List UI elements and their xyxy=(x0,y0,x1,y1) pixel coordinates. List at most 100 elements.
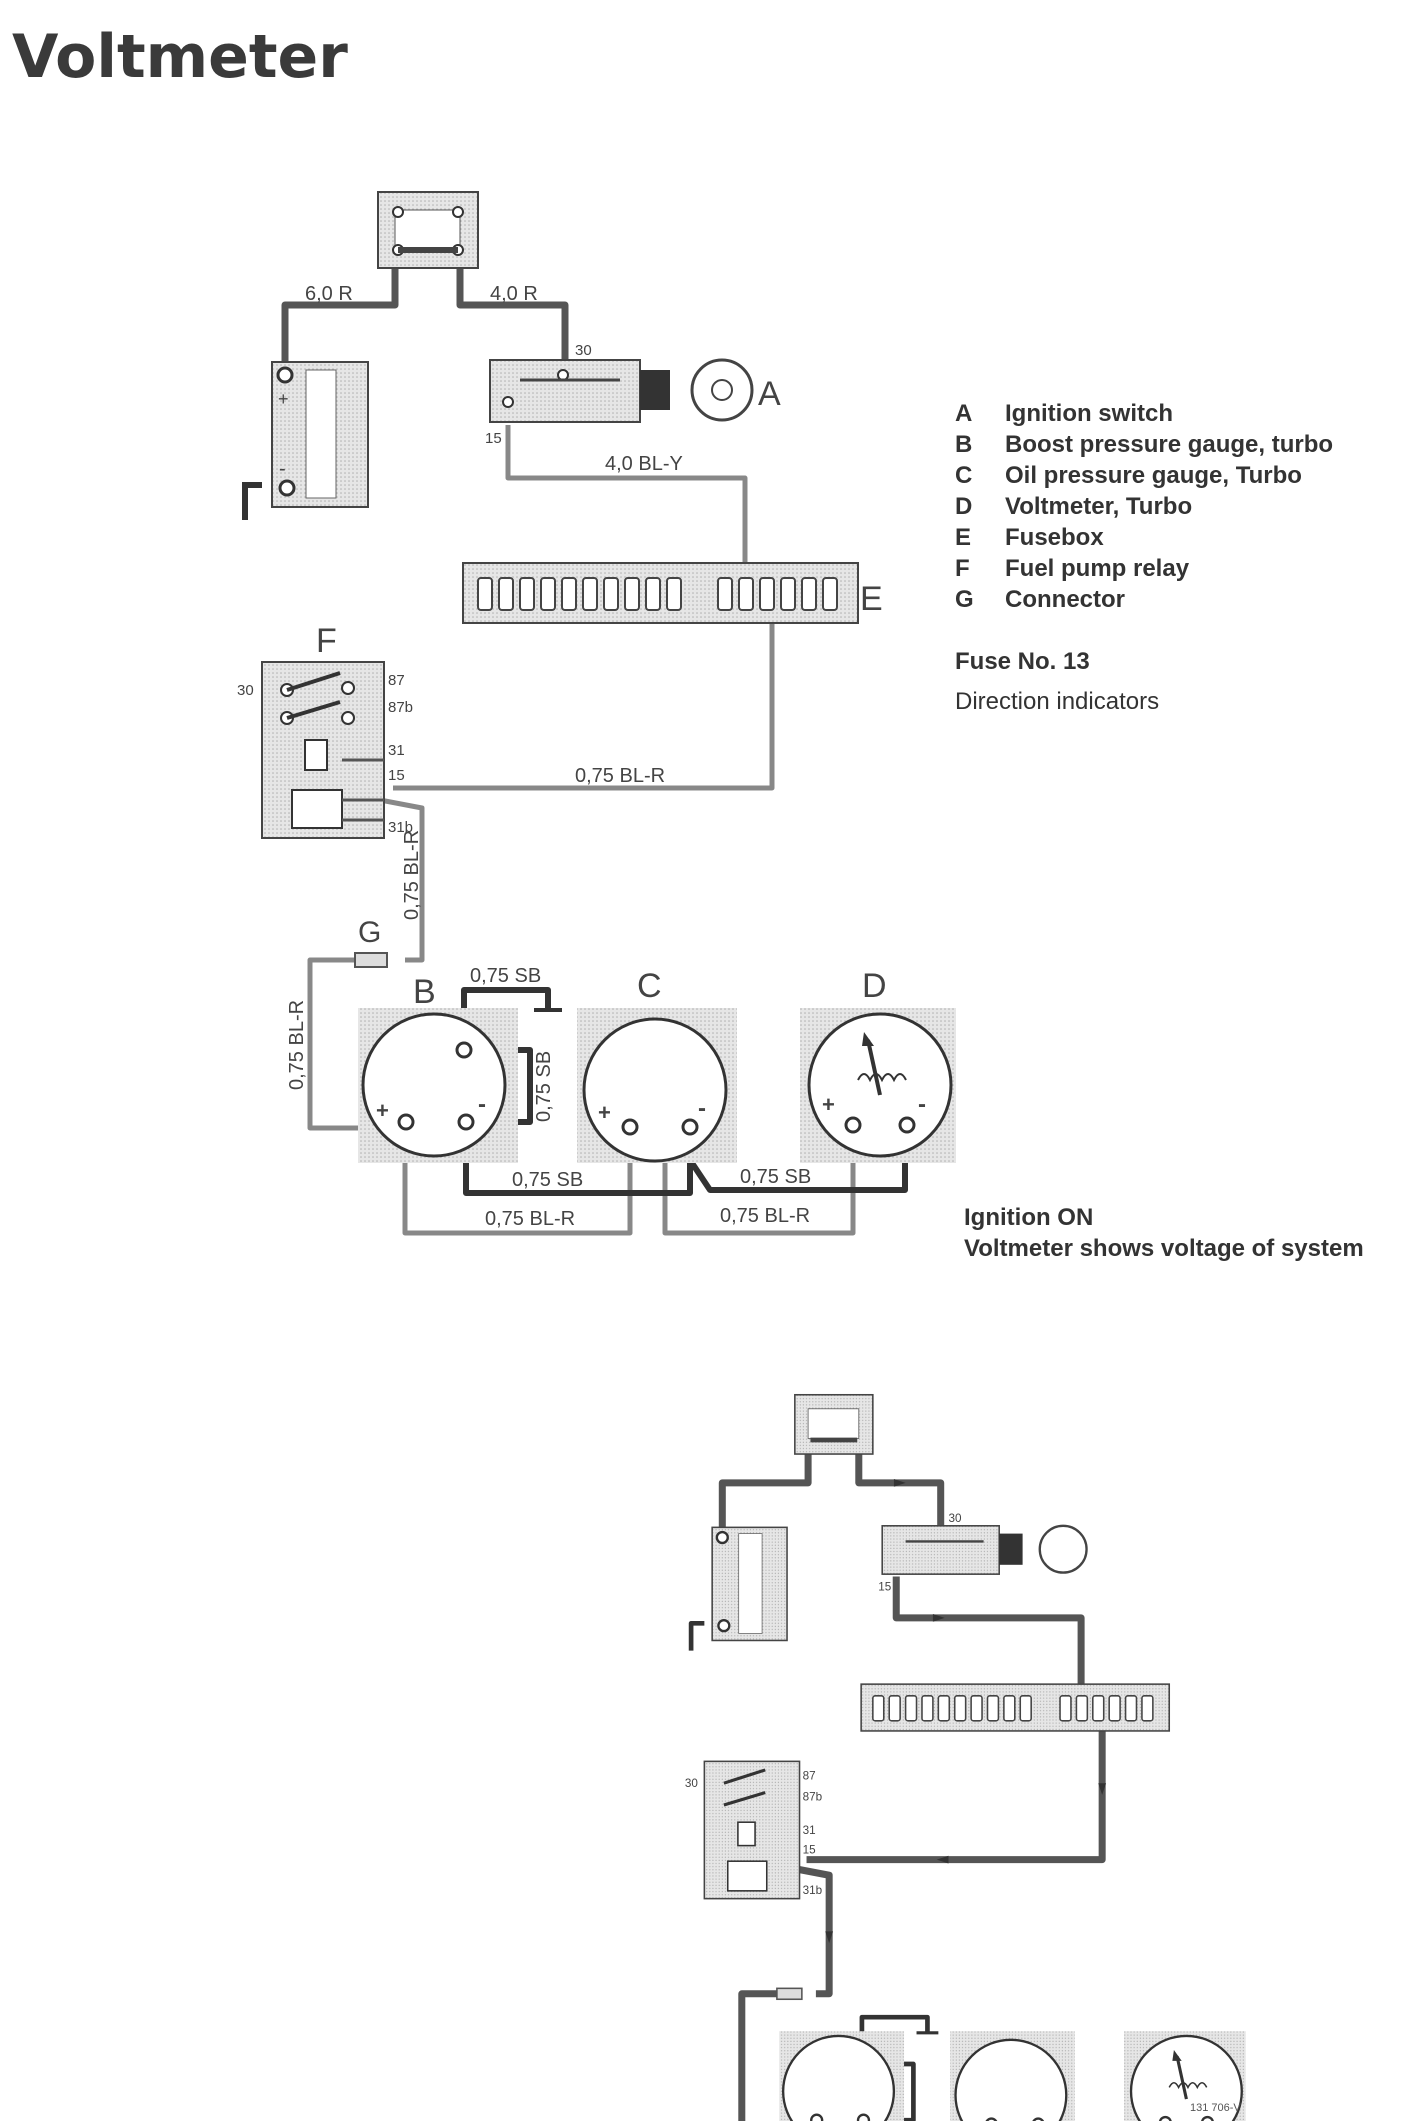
svg-text:-: - xyxy=(918,1091,926,1118)
wire-label-ground-top: 0,75 SB xyxy=(470,965,541,987)
label-f: F xyxy=(316,622,337,660)
wire-label-4-0-r: 4,0 R xyxy=(490,283,538,305)
wire-label-relay-31b: 0,75 BL-R xyxy=(401,830,423,920)
fuse-slot xyxy=(540,577,556,611)
terminal-31: 31 xyxy=(388,742,405,759)
wire-label-feed-bc: 0,75 BL-R xyxy=(485,1208,575,1230)
bottom-terminal-30: 30 xyxy=(949,1512,963,1525)
fuse-slot xyxy=(970,1695,983,1722)
page-title: Voltmeter xyxy=(12,22,348,92)
fuel-pump-relay xyxy=(261,661,385,839)
fuse-slot xyxy=(1059,1695,1072,1722)
state-line-2: Voltmeter shows voltage of system xyxy=(964,1235,1364,1262)
fuse-slot xyxy=(904,1695,918,1722)
label-c: C xyxy=(637,967,662,1005)
wire-label-ground-side: 0,75 SB xyxy=(533,1051,555,1122)
junction-box xyxy=(377,191,479,269)
fuse-slot xyxy=(1108,1695,1121,1722)
fuse-slot xyxy=(1124,1695,1138,1722)
fuse-slot xyxy=(986,1695,1000,1722)
label-a: A xyxy=(758,375,781,413)
ignition-switch xyxy=(489,358,754,423)
fuse-slot xyxy=(921,1695,934,1722)
terminal-15-switch: 15 xyxy=(485,430,502,447)
boost-pressure-gauge: + - xyxy=(358,1008,518,1163)
terminal-87: 87 xyxy=(388,672,405,689)
state-line-1: Ignition ON xyxy=(964,1204,1094,1231)
terminal-15-relay: 15 xyxy=(388,767,405,784)
terminal-30-switch: 30 xyxy=(575,342,592,359)
fuse-slot xyxy=(477,577,493,611)
fuse-slot xyxy=(561,577,577,611)
fuse-slot xyxy=(603,577,619,611)
terminal-87b: 87b xyxy=(388,699,413,716)
wire-label-4-0-bl-y: 4,0 BL-Y xyxy=(605,453,683,475)
bottom-terminal-15: 15 xyxy=(878,1581,892,1594)
fuse-slot xyxy=(717,577,733,611)
svg-text:+: + xyxy=(278,389,289,409)
fuse-note: Fuse No. 13 Direction indicators xyxy=(955,648,1159,716)
fuse-slot xyxy=(1019,1695,1032,1722)
svg-text:+: + xyxy=(376,1098,389,1123)
voltmeter-gauge: + - xyxy=(800,1008,956,1163)
label-g: G xyxy=(358,916,381,949)
battery: + - xyxy=(271,361,369,508)
bottom-terminal-87b: 87b xyxy=(803,1790,823,1803)
fuse-slot xyxy=(666,577,682,611)
fuse-number: Fuse No. 13 xyxy=(955,648,1090,675)
fuse-slot xyxy=(937,1695,951,1722)
fuse-slot xyxy=(1075,1695,1089,1722)
fuse-slot xyxy=(1141,1695,1154,1722)
fuse-slot xyxy=(759,577,775,611)
connector xyxy=(354,952,388,968)
oil-pressure-gauge: + - xyxy=(577,1008,737,1163)
fuse-slot xyxy=(645,577,661,611)
fuse-slot xyxy=(872,1695,885,1722)
label-e: E xyxy=(860,580,883,618)
svg-text:-: - xyxy=(698,1095,706,1122)
terminal-30-relay: 30 xyxy=(237,682,254,699)
bottom-terminal-31: 31 xyxy=(803,1824,816,1837)
svg-text:-: - xyxy=(279,458,286,480)
wire-label-relay-15: 0,75 BL-R xyxy=(575,765,665,787)
wire-label-ground-cd: 0,75 SB xyxy=(740,1166,811,1188)
bottom-terminal-31b: 31b xyxy=(803,1884,823,1897)
ignition-on-diagram: 30 15 87 87b 31 15 31b 30 xyxy=(685,1393,1246,2121)
svg-text:+: + xyxy=(822,1092,835,1117)
terminal-31b: 31b xyxy=(388,819,413,836)
wire-label-feed-cd: 0,75 BL-R xyxy=(720,1205,810,1227)
fusebox xyxy=(462,562,859,624)
svg-text:-: - xyxy=(478,1091,486,1118)
label-d: D xyxy=(862,967,887,1005)
fuse-slot xyxy=(624,577,640,611)
figure-reference: 131 706-V xyxy=(1190,2102,1241,2114)
fuse-slot xyxy=(498,577,514,611)
svg-text:+: + xyxy=(598,1100,611,1125)
bottom-terminal-15-relay: 15 xyxy=(803,1843,817,1856)
bottom-terminal-87: 87 xyxy=(803,1769,816,1782)
fuse-description: Direction indicators xyxy=(955,688,1160,715)
fuse-slot xyxy=(888,1695,901,1722)
bottom-terminal-30-relay: 30 xyxy=(685,1777,699,1790)
fuse-slot xyxy=(801,577,817,611)
fuse-slot xyxy=(519,577,535,611)
state-caption: Ignition ON Voltmeter shows voltage of s… xyxy=(964,1202,1364,1264)
fuse-slot xyxy=(780,577,796,611)
wire-label-gauge-b-feed: 0,75 BL-R xyxy=(286,1000,308,1090)
fuse-slot xyxy=(1003,1695,1016,1722)
fuse-slot xyxy=(1092,1695,1105,1722)
ground-symbol xyxy=(242,482,562,1012)
fuse-slot xyxy=(582,577,598,611)
main-power-wires xyxy=(281,265,569,368)
wire-label-ground-bc: 0,75 SB xyxy=(512,1169,583,1191)
label-b: B xyxy=(413,973,436,1011)
